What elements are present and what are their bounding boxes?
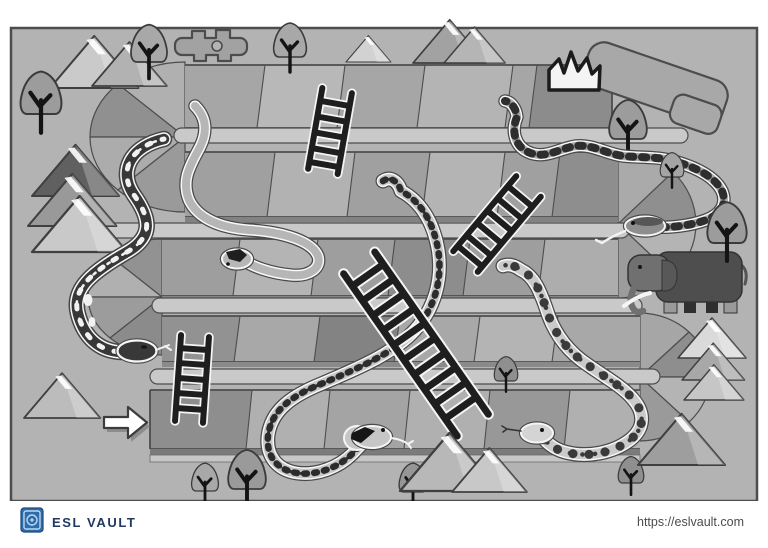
snake-speckled xyxy=(268,179,440,474)
uturn-bottom-right xyxy=(638,312,711,442)
ladder-long-center xyxy=(338,246,494,442)
snake-speckled-head xyxy=(343,423,414,451)
board-row-2 xyxy=(185,151,618,222)
snake-dark-spotted xyxy=(77,139,172,364)
snake-banded-head xyxy=(594,214,668,245)
blank-sign xyxy=(582,41,729,135)
path-divider-1 xyxy=(173,127,689,144)
elephant-trunk xyxy=(627,284,647,316)
site-url: https://eslvault.com xyxy=(637,515,744,529)
snake-tongue xyxy=(501,425,522,433)
ladder-right xyxy=(448,171,546,277)
uturn-top-left xyxy=(89,61,187,213)
snake-light-head xyxy=(219,247,255,271)
snake-big-spots xyxy=(502,265,642,454)
path-divider-4 xyxy=(149,368,661,385)
footer: ESL VAULT https://eslvault.com xyxy=(0,501,768,543)
ladder-top xyxy=(303,83,357,179)
ladder-left-small xyxy=(170,330,214,428)
snake-tongue xyxy=(594,229,627,245)
brand: ESL VAULT xyxy=(20,506,137,538)
snake-light-loop xyxy=(186,106,319,275)
elephant-tusk xyxy=(622,291,652,308)
crown-icon xyxy=(547,50,602,92)
uturn-left-lower xyxy=(87,238,164,356)
start-arrow-icon xyxy=(102,405,150,442)
snake-tongue xyxy=(155,344,172,351)
cloud-icon xyxy=(173,28,249,63)
snake-banded xyxy=(505,101,724,245)
elephant-ear xyxy=(661,259,678,292)
path-divider-2 xyxy=(103,222,630,239)
eslvault-logo xyxy=(20,506,44,538)
snake-dark-head xyxy=(115,338,172,364)
elephant-icon xyxy=(622,251,748,316)
brand-name: ESL VAULT xyxy=(52,514,137,530)
board-row-1-top xyxy=(185,64,613,129)
elephant-eye xyxy=(638,265,642,269)
snake-tongue xyxy=(390,437,414,449)
snake-big-spots-head xyxy=(501,421,556,445)
